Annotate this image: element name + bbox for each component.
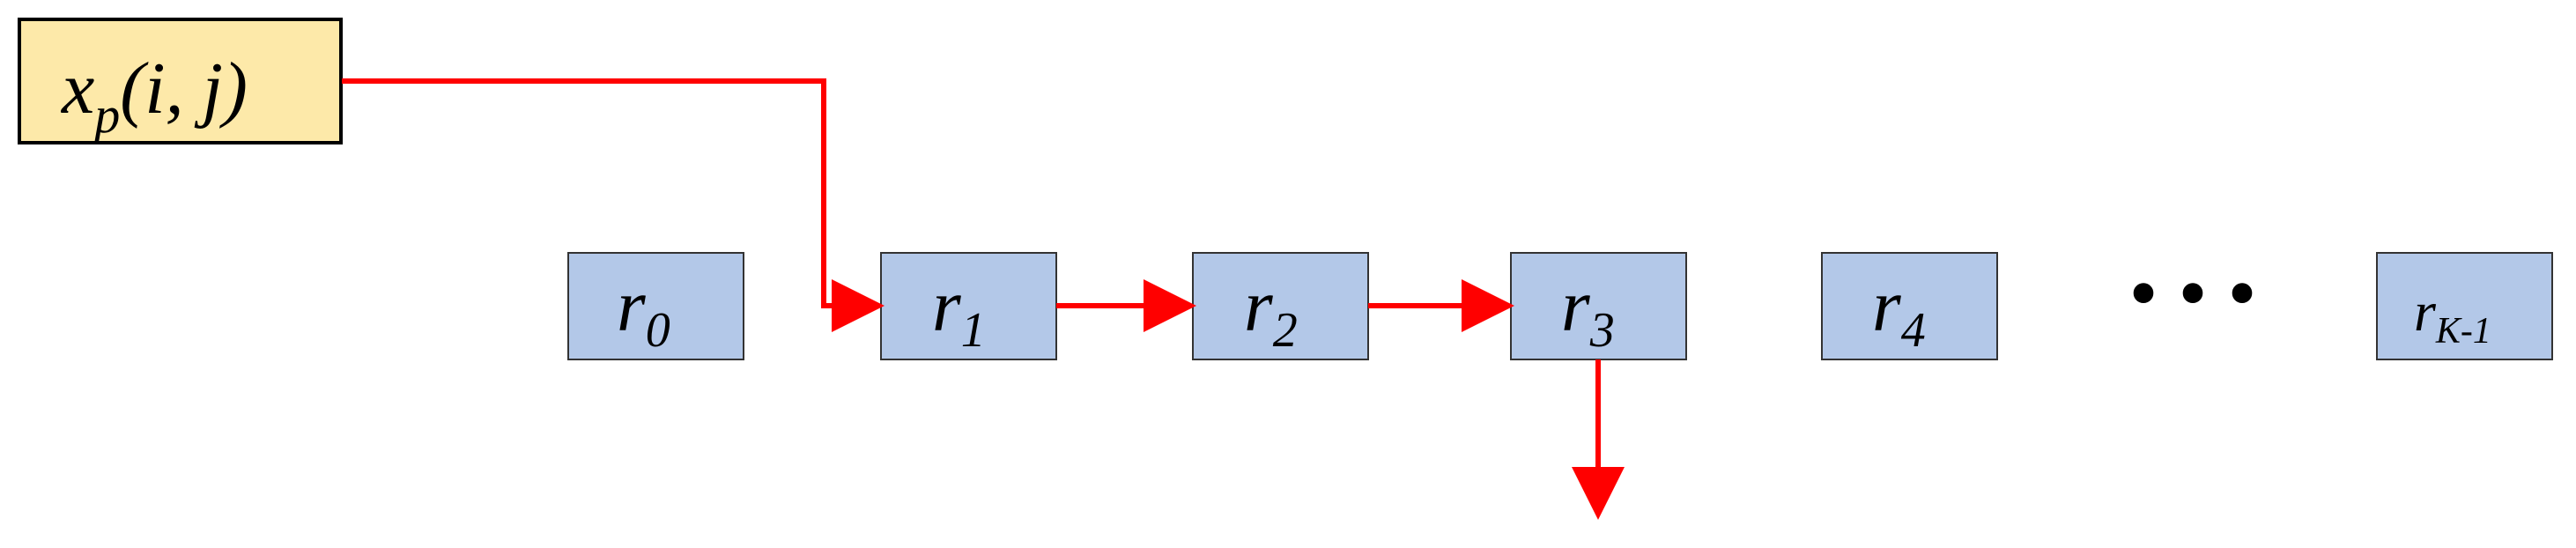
register-node-r0: r0 [567, 252, 744, 360]
register-box [567, 252, 744, 360]
register-node-r4: r4 [1821, 252, 1998, 360]
arrow-input-to-r1 [342, 78, 885, 332]
register-node-r2: r2 [1192, 252, 1369, 360]
input-node-label: xp(i, j) [60, 48, 248, 144]
ellipsis: ••• [2123, 256, 2271, 336]
register-label: r0 [617, 265, 670, 358]
register-box [1510, 252, 1687, 360]
register-label: rK-1 [2414, 280, 2491, 352]
input-node-box [18, 18, 343, 144]
register-label: r2 [1244, 265, 1298, 358]
register-node-r3: r3 [1510, 252, 1687, 360]
register-node-r1: r1 [880, 252, 1057, 360]
register-node-rK-1: rK-1 [2376, 252, 2553, 360]
register-box [2376, 252, 2553, 360]
register-label: r3 [1561, 265, 1615, 358]
register-box [1192, 252, 1369, 360]
register-label: r1 [932, 265, 986, 358]
register-box [1821, 252, 1998, 360]
register-label: r4 [1872, 265, 1926, 358]
input-node: xp(i, j) [18, 18, 343, 144]
